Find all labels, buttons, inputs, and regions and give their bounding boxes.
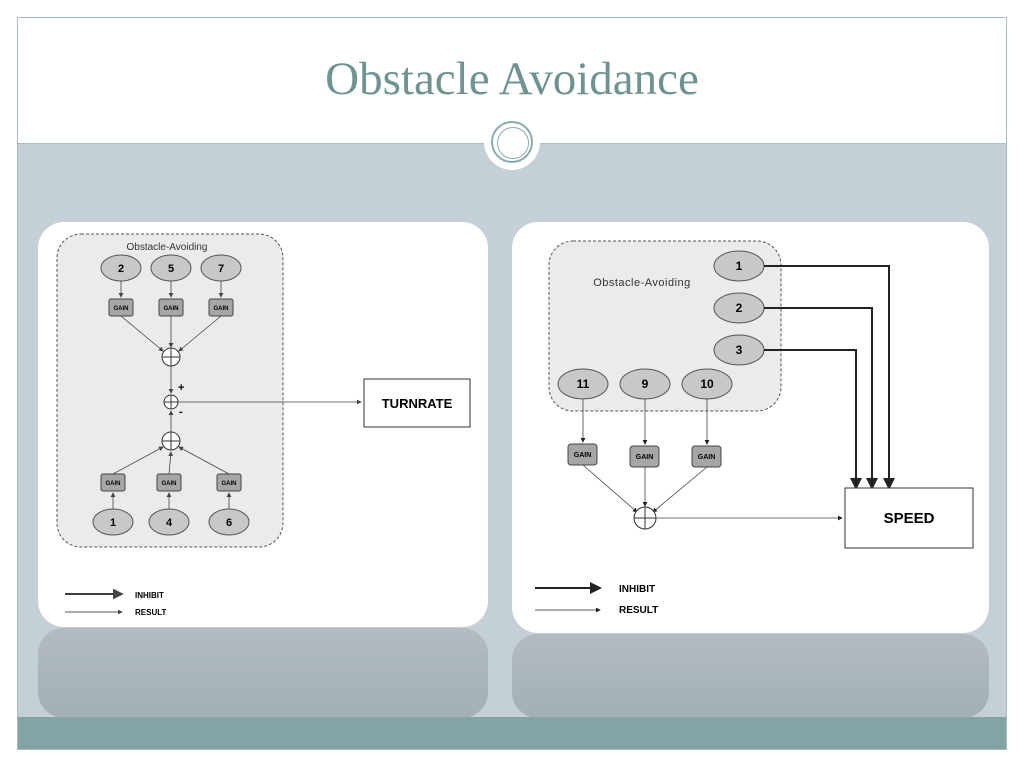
sensor-label: 6 bbox=[226, 517, 232, 529]
minus-sign: - bbox=[179, 406, 183, 418]
plus-sign: + bbox=[178, 382, 184, 394]
inhibit-arrow-1 bbox=[764, 265, 895, 490]
right-card-reflection bbox=[512, 634, 989, 718]
svg-text:GAIN: GAIN bbox=[574, 452, 592, 459]
sensor-label: 10 bbox=[700, 377, 714, 391]
svg-text:GAIN: GAIN bbox=[114, 306, 129, 312]
gain-block: GAIN bbox=[216, 473, 242, 492]
gain-block: GAIN bbox=[108, 298, 134, 317]
sensor-label: 9 bbox=[642, 377, 649, 391]
sensor-label: 11 bbox=[577, 377, 590, 391]
svg-text:GAIN: GAIN bbox=[164, 306, 179, 312]
sensor-label: 2 bbox=[736, 301, 743, 315]
svg-text:GAIN: GAIN bbox=[214, 306, 229, 312]
turnrate-output: TURNRATE bbox=[363, 378, 471, 428]
group-label: Obstacle-Avoiding bbox=[127, 242, 208, 253]
svg-text:GAIN: GAIN bbox=[698, 454, 716, 461]
arrow bbox=[582, 464, 638, 513]
bottom-band bbox=[18, 717, 1006, 749]
summing-junction bbox=[633, 506, 657, 530]
bottom-sensor-6: 6 bbox=[208, 508, 250, 536]
gain-block: GAIN bbox=[156, 473, 182, 492]
output-label: TURNRATE bbox=[382, 396, 453, 411]
gain-block: GAIN bbox=[158, 298, 184, 317]
arrow bbox=[120, 315, 164, 352]
top-sensor-5: 5 bbox=[150, 254, 192, 282]
sensor-label: 3 bbox=[736, 343, 743, 357]
output-label: SPEED bbox=[884, 510, 935, 527]
inhibit-sensor-1: 1 bbox=[713, 250, 765, 282]
sensor-label: 1 bbox=[110, 517, 116, 529]
sensor-label: 5 bbox=[168, 263, 174, 275]
arrow bbox=[178, 446, 230, 475]
gain-block: GAIN bbox=[629, 445, 660, 468]
gain-block: GAIN bbox=[208, 298, 234, 317]
bottom-sensor-1: 1 bbox=[92, 508, 134, 536]
legend-inhibit-label: INHIBIT bbox=[619, 584, 655, 595]
gain-block: GAIN bbox=[691, 445, 722, 468]
left-diagram-card: Obstacle-Avoiding 2 5 7 GAIN bbox=[38, 222, 488, 627]
bottom-sensor-4: 4 bbox=[148, 508, 190, 536]
left-card-reflection bbox=[38, 628, 488, 718]
svg-text:GAIN: GAIN bbox=[162, 481, 177, 487]
sensor-label: 4 bbox=[166, 517, 173, 529]
group-box bbox=[548, 240, 782, 412]
arrow bbox=[178, 315, 222, 352]
svg-text:GAIN: GAIN bbox=[636, 454, 654, 461]
inhibit-arrow-2 bbox=[764, 307, 878, 490]
slide-title: Obstacle Avoidance bbox=[325, 53, 699, 105]
summing-junction-bottom bbox=[161, 431, 181, 451]
speed-output: SPEED bbox=[844, 487, 974, 549]
result-sensor-11: 11 bbox=[557, 368, 609, 400]
right-diagram-card: Obstacle-Avoiding 1 2 3 11 bbox=[512, 222, 989, 633]
inhibit-arrow-3 bbox=[764, 349, 862, 490]
top-sensor-7: 7 bbox=[200, 254, 242, 282]
ornament-inner-ring bbox=[497, 127, 529, 159]
sensor-label: 2 bbox=[118, 263, 124, 275]
svg-text:GAIN: GAIN bbox=[222, 481, 237, 487]
sensor-label: 1 bbox=[736, 259, 743, 273]
group-label: Obstacle-Avoiding bbox=[593, 277, 691, 289]
arrow bbox=[652, 466, 708, 513]
left-diagram: Obstacle-Avoiding 2 5 7 GAIN bbox=[56, 233, 471, 617]
result-sensor-9: 9 bbox=[619, 368, 671, 400]
legend-inhibit-label: INHIBIT bbox=[135, 591, 164, 600]
arrow bbox=[168, 451, 174, 475]
legend-result-label: RESULT bbox=[619, 605, 658, 616]
gain-block: GAIN bbox=[100, 473, 126, 492]
inhibit-sensor-3: 3 bbox=[713, 334, 765, 366]
summing-junction-top bbox=[161, 347, 181, 367]
result-sensor-10: 10 bbox=[681, 368, 733, 400]
arrow bbox=[112, 446, 164, 475]
sensor-label: 7 bbox=[218, 263, 224, 275]
svg-text:GAIN: GAIN bbox=[106, 481, 121, 487]
inhibit-sensor-2: 2 bbox=[713, 292, 765, 324]
legend-result-label: RESULT bbox=[135, 608, 167, 617]
ornament-ring bbox=[491, 121, 533, 163]
summing-junction-middle bbox=[163, 394, 179, 410]
right-diagram: Obstacle-Avoiding 1 2 3 11 bbox=[535, 240, 974, 616]
top-sensor-2: 2 bbox=[100, 254, 142, 282]
gain-block: GAIN bbox=[567, 443, 598, 466]
